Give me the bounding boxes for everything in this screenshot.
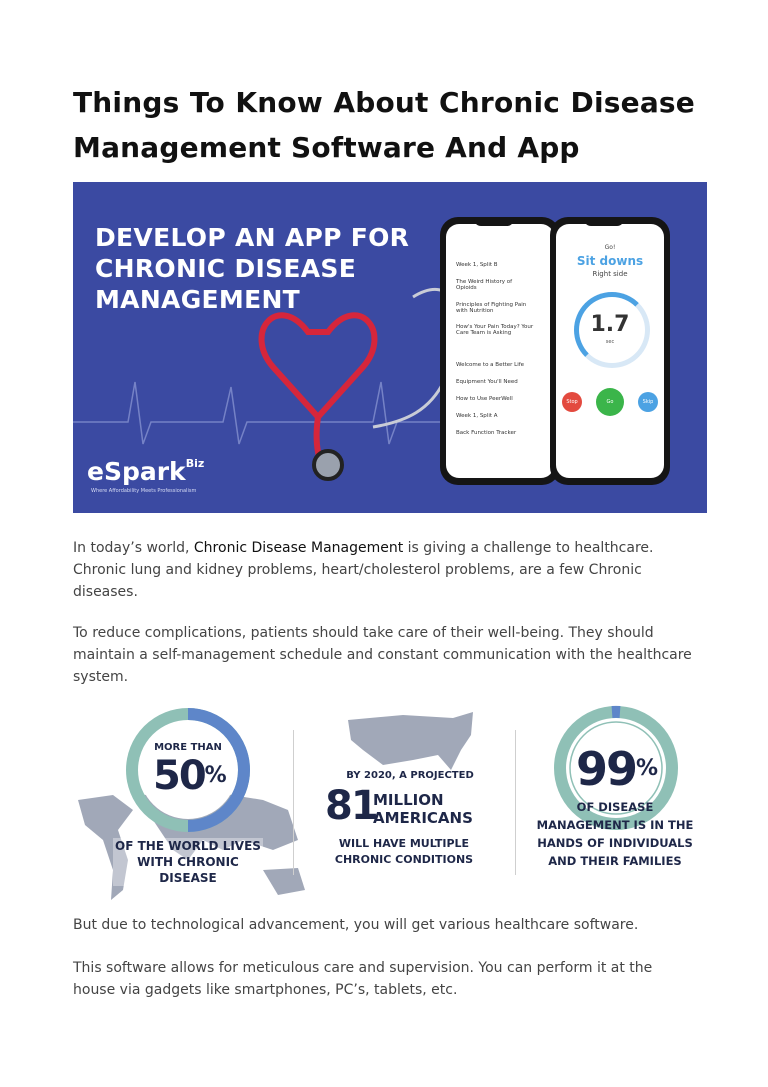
paragraph-technology: But due to technological advancement, yo… (73, 917, 639, 933)
paragraph-gadgets: This software allows for meticulous care… (73, 960, 653, 998)
list-item: Week 1, Split A (456, 413, 498, 419)
stat3-caption: OF DISEASE MANAGEMENT IS IN THE HANDS OF… (536, 800, 694, 868)
stat2-caption: WILL HAVE MULTIPLE CHRONIC CONDITIONS (334, 837, 474, 866)
brand-logo: eSparkBiz (87, 457, 205, 486)
ring-chart-99 (554, 705, 678, 830)
stat1-pre: MORE THAN (154, 742, 222, 753)
go-label: Go! (604, 244, 616, 251)
ring-chart-50 (126, 708, 250, 832)
hero-banner-image: DEVELOP AN APP FOR CHRONIC DISEASE MANAG… (73, 182, 707, 513)
stat2-pre: BY 2020, A PROJECTED (346, 770, 474, 781)
paragraph-self-management: To reduce complications, patients should… (73, 625, 692, 685)
exercise-label: Sit downs (576, 254, 644, 268)
list-item: The Weird History of Opioids (456, 279, 513, 291)
timer-unit: sec (605, 339, 615, 345)
hero-headline: DEVELOP AN APP FOR CHRONIC DISEASE MANAG… (95, 223, 410, 314)
phone-mockup-timer: Go! Sit downs Right side 1.7 sec Stop Go… (550, 217, 670, 485)
side-label: Right side (592, 270, 628, 278)
stat1-value: 50% (153, 753, 227, 799)
stat2-value: 81 (325, 783, 379, 829)
stat3-value: 99% (575, 742, 658, 796)
list-item: How's Your Pain Today? Your Care Team is… (456, 324, 534, 336)
list-item: Back Function Tracker (456, 430, 517, 436)
list-item: Principles of Fighting Pain with Nutriti… (456, 302, 527, 314)
list-item: Equipment You'll Need (456, 379, 518, 385)
statistics-infographic: MORE THAN 50% OF THE WORLD LIVES WITH CH… (73, 700, 695, 910)
list-item: How to Use PeerWell (456, 396, 513, 402)
divider (293, 730, 294, 875)
list-item: Welcome to a Better Life (456, 362, 525, 368)
page-title: Things To Know About Chronic Disease Man… (73, 86, 695, 164)
stat2-unit: MILLION AMERICANS (373, 791, 473, 827)
go-button: Go (596, 388, 624, 416)
timer-dial (574, 292, 650, 368)
list-item: Week 1, Split B (456, 262, 498, 268)
divider (515, 730, 516, 875)
paragraph-intro: In today’s world, Chronic Disease Manage… (73, 540, 654, 600)
stat1-caption: OF THE WORLD LIVES WITH CHRONIC DISEASE (113, 838, 263, 886)
usa-map-graphic (348, 712, 473, 770)
phone-mockup-list: Week 1, Split B The Weird History of Opi… (440, 217, 560, 485)
stop-button: Stop (562, 392, 582, 412)
chronic-disease-link[interactable]: Chronic Disease Management (193, 540, 404, 556)
brand-tagline: Where Affordability Meets Professionalis… (91, 488, 197, 494)
skip-button: Skip (638, 392, 658, 412)
timer-value: 1.7 (590, 312, 630, 337)
